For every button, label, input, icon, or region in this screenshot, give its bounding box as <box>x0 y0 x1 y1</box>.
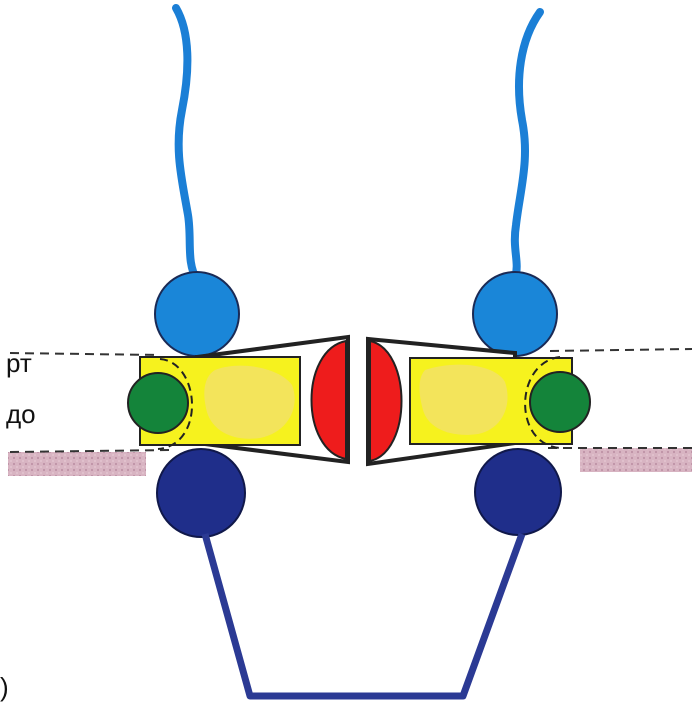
membrane-band-right <box>580 448 692 472</box>
protein-subunit-left <box>128 8 348 537</box>
yellow-tint-right <box>419 365 507 435</box>
bottom-sphere-left <box>157 449 245 537</box>
intracellular-linker <box>205 534 522 696</box>
label-line-2: до <box>6 401 36 427</box>
tail-left <box>176 8 197 280</box>
label-line-1: рт <box>6 350 32 376</box>
top-sphere-right <box>473 272 557 356</box>
label-corner: ) <box>0 674 9 700</box>
green-sphere-left <box>128 373 188 433</box>
membrane-upper-dashed-left <box>10 353 160 355</box>
membrane-upper-dashed-right <box>550 349 692 351</box>
membrane-lower-dashed-left <box>10 450 170 452</box>
bottom-sphere-right <box>475 449 561 535</box>
yellow-tint-left <box>204 366 294 439</box>
top-sphere-left <box>155 272 239 356</box>
membrane-band-left <box>8 452 146 476</box>
green-sphere-right <box>530 372 590 432</box>
protein-subunit-right <box>368 12 590 535</box>
tail-right <box>515 12 540 278</box>
